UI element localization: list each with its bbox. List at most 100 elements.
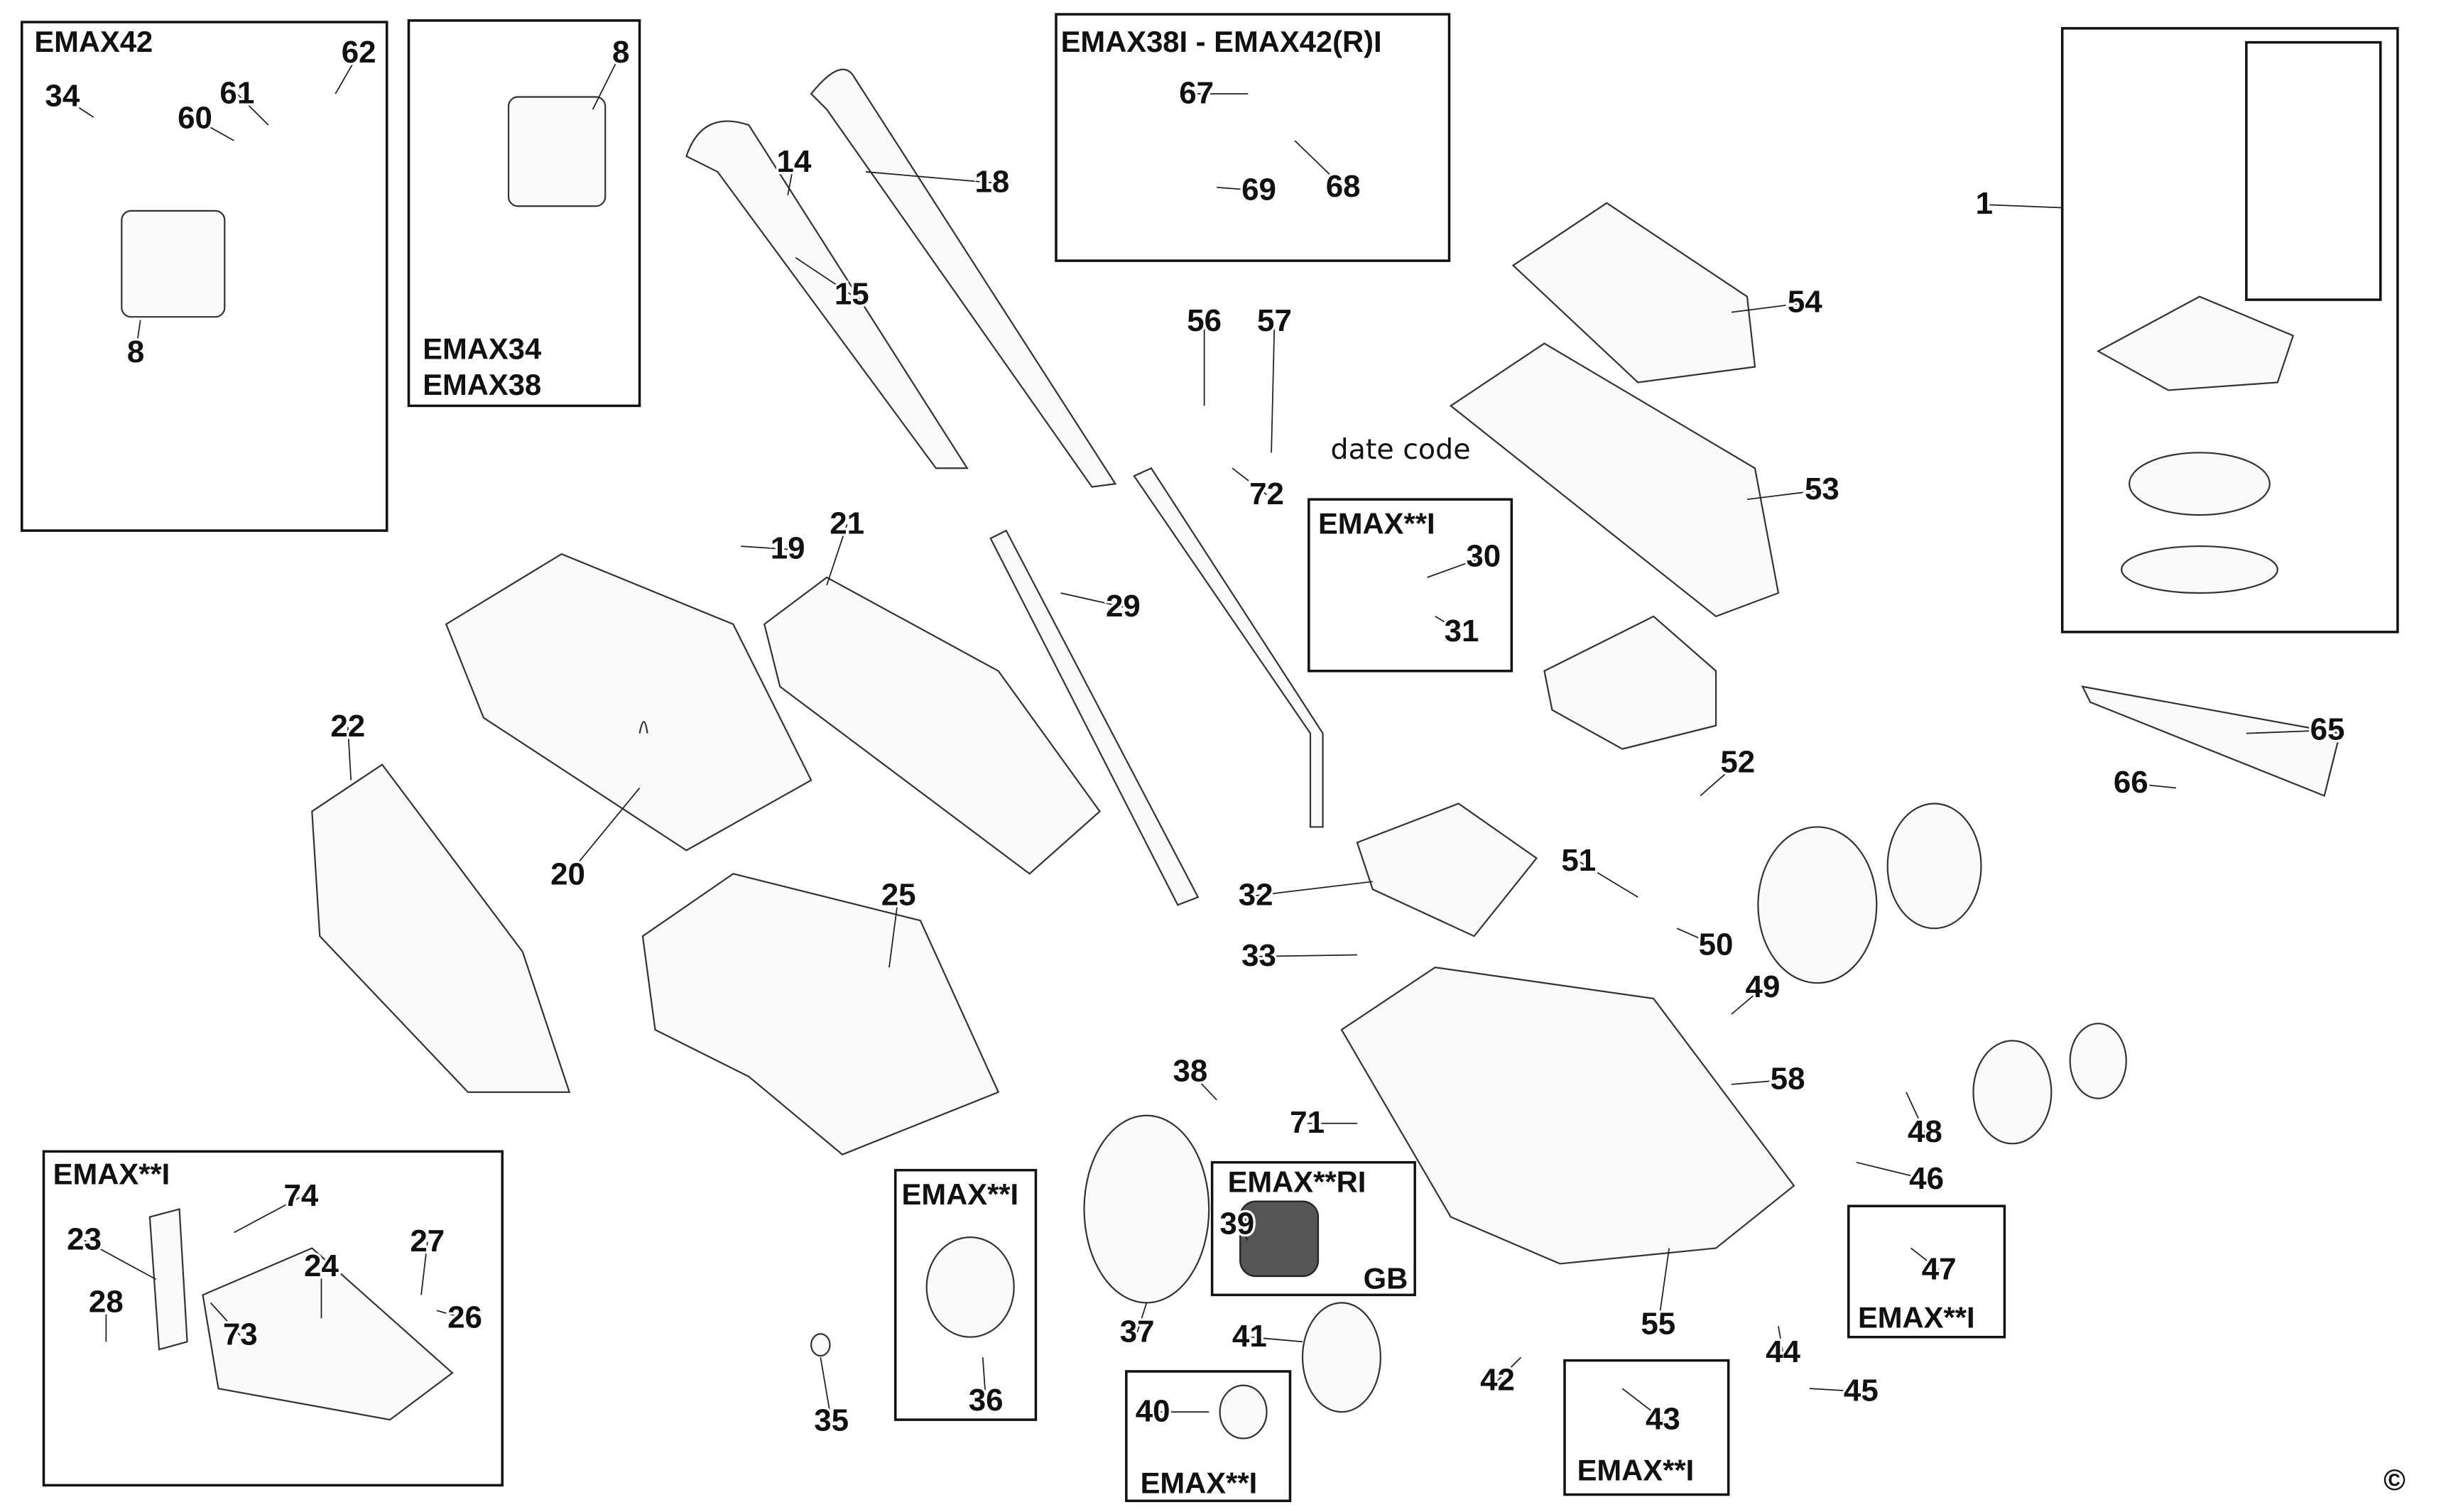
callout-8: 8	[127, 335, 144, 369]
callout-15: 15	[835, 277, 869, 312]
leader-line-49	[1731, 987, 1763, 1015]
callout-31: 31	[1445, 614, 1479, 648]
emax34-title: EMAX34	[423, 332, 541, 366]
date-code-box	[1308, 498, 1513, 673]
leader-line-27	[420, 1241, 428, 1295]
leader-line-54	[1731, 302, 1805, 313]
catcher-lid-title: EMAX**I	[53, 1157, 170, 1190]
small-hub-box	[1125, 1370, 1292, 1503]
callout-55: 55	[1641, 1306, 1675, 1341]
part47-box	[1847, 1204, 2006, 1339]
leader-line-58	[1731, 1079, 1788, 1085]
callout-39: 39	[1219, 1207, 1254, 1241]
callout-46: 46	[1909, 1161, 1944, 1196]
roller-box	[1210, 1160, 1416, 1297]
callout-45: 45	[1844, 1374, 1879, 1408]
motor-assembly-box	[2060, 27, 2399, 633]
catcher-lid-box	[42, 1150, 504, 1487]
callout-44: 44	[1766, 1334, 1800, 1369]
leader-line-19	[741, 545, 788, 550]
callout-28: 28	[89, 1285, 124, 1320]
leader-line-62	[335, 53, 359, 94]
callout-8: 8	[612, 35, 629, 70]
callout-62: 62	[342, 35, 376, 70]
callout-71: 71	[1290, 1105, 1325, 1140]
callout-72: 72	[1249, 477, 1284, 511]
leader-line-53	[1746, 489, 1822, 501]
leader-line-21	[826, 524, 848, 586]
wheel-hub-box	[893, 1168, 1038, 1421]
callout-26: 26	[447, 1300, 482, 1334]
leader-line-38	[1190, 1071, 1217, 1101]
leader-line-68	[1294, 140, 1344, 188]
leader-line-20	[567, 787, 641, 876]
leader-line-50	[1676, 928, 1717, 947]
leader-line-39	[1236, 1224, 1249, 1241]
leader-line-72	[1232, 467, 1268, 496]
callout-50: 50	[1699, 928, 1734, 962]
callout-41: 41	[1232, 1319, 1267, 1354]
callout-14: 14	[777, 144, 812, 179]
leader-line-61	[237, 93, 269, 126]
callout-37: 37	[1120, 1314, 1155, 1349]
callout-38: 38	[1173, 1053, 1207, 1088]
callout-27: 27	[410, 1224, 445, 1258]
leader-line-45	[1809, 1388, 1861, 1393]
callout-56: 56	[1187, 303, 1222, 338]
leader-line-43	[1621, 1388, 1663, 1420]
emax42-box	[20, 21, 388, 532]
leader-line-31	[1435, 616, 1462, 633]
callout-47: 47	[1922, 1251, 1957, 1286]
leader-line-57	[1271, 321, 1276, 453]
switch-variant-box	[1055, 13, 1451, 262]
leader-line-74	[234, 1196, 302, 1234]
leader-line-1	[1984, 204, 2062, 209]
callout-40: 40	[1136, 1393, 1170, 1428]
leader-line-22	[347, 727, 352, 781]
callout-22: 22	[330, 709, 365, 744]
callout-25: 25	[881, 877, 916, 912]
part47-title: EMAX**I	[1858, 1300, 1975, 1334]
callout-69: 69	[1241, 172, 1276, 207]
callout-29: 29	[1106, 589, 1141, 624]
leader-line-34	[62, 96, 94, 118]
callout-74: 74	[283, 1178, 318, 1213]
callout-54: 54	[1788, 285, 1822, 320]
callout-58: 58	[1771, 1061, 1805, 1096]
callout-48: 48	[1908, 1114, 1942, 1149]
leader-line-52	[1700, 762, 1739, 797]
callout-51: 51	[1561, 843, 1596, 878]
callout-21: 21	[830, 506, 864, 541]
callout-52: 52	[1720, 745, 1755, 780]
part43-title: EMAX**I	[1577, 1454, 1695, 1487]
callout-68: 68	[1326, 169, 1361, 204]
leader-line-48	[1906, 1092, 1926, 1133]
leader-line-32	[1256, 881, 1373, 896]
leader-line-33	[1259, 954, 1357, 957]
callout-19: 19	[771, 531, 805, 566]
leader-line-37	[1136, 1302, 1148, 1333]
leader-line-46	[1856, 1161, 1927, 1180]
leader-line-18	[865, 171, 993, 184]
leader-line-26	[436, 1310, 465, 1320]
callout-53: 53	[1805, 472, 1839, 506]
leader-line-29	[1060, 592, 1124, 608]
emax34-38-box	[407, 19, 641, 408]
switch-variant-title: EMAX38I - EMAX42(R)I	[1061, 25, 1382, 58]
callout-20: 20	[550, 857, 585, 892]
callout-49: 49	[1746, 969, 1781, 1004]
callout-24: 24	[304, 1249, 339, 1283]
leader-line-35	[820, 1357, 832, 1422]
leader-line-41	[1249, 1336, 1303, 1343]
leader-line-60	[195, 118, 234, 141]
leader-line-42	[1496, 1356, 1522, 1381]
leader-lines	[62, 53, 2328, 1422]
callout-65: 65	[2310, 712, 2345, 746]
callout-42: 42	[1480, 1362, 1515, 1397]
motor-inner-box	[2245, 40, 2382, 301]
emax42-title: EMAX42	[34, 25, 153, 58]
small-hub-title: EMAX**I	[1141, 1466, 1258, 1499]
part43-box	[1563, 1359, 1730, 1496]
